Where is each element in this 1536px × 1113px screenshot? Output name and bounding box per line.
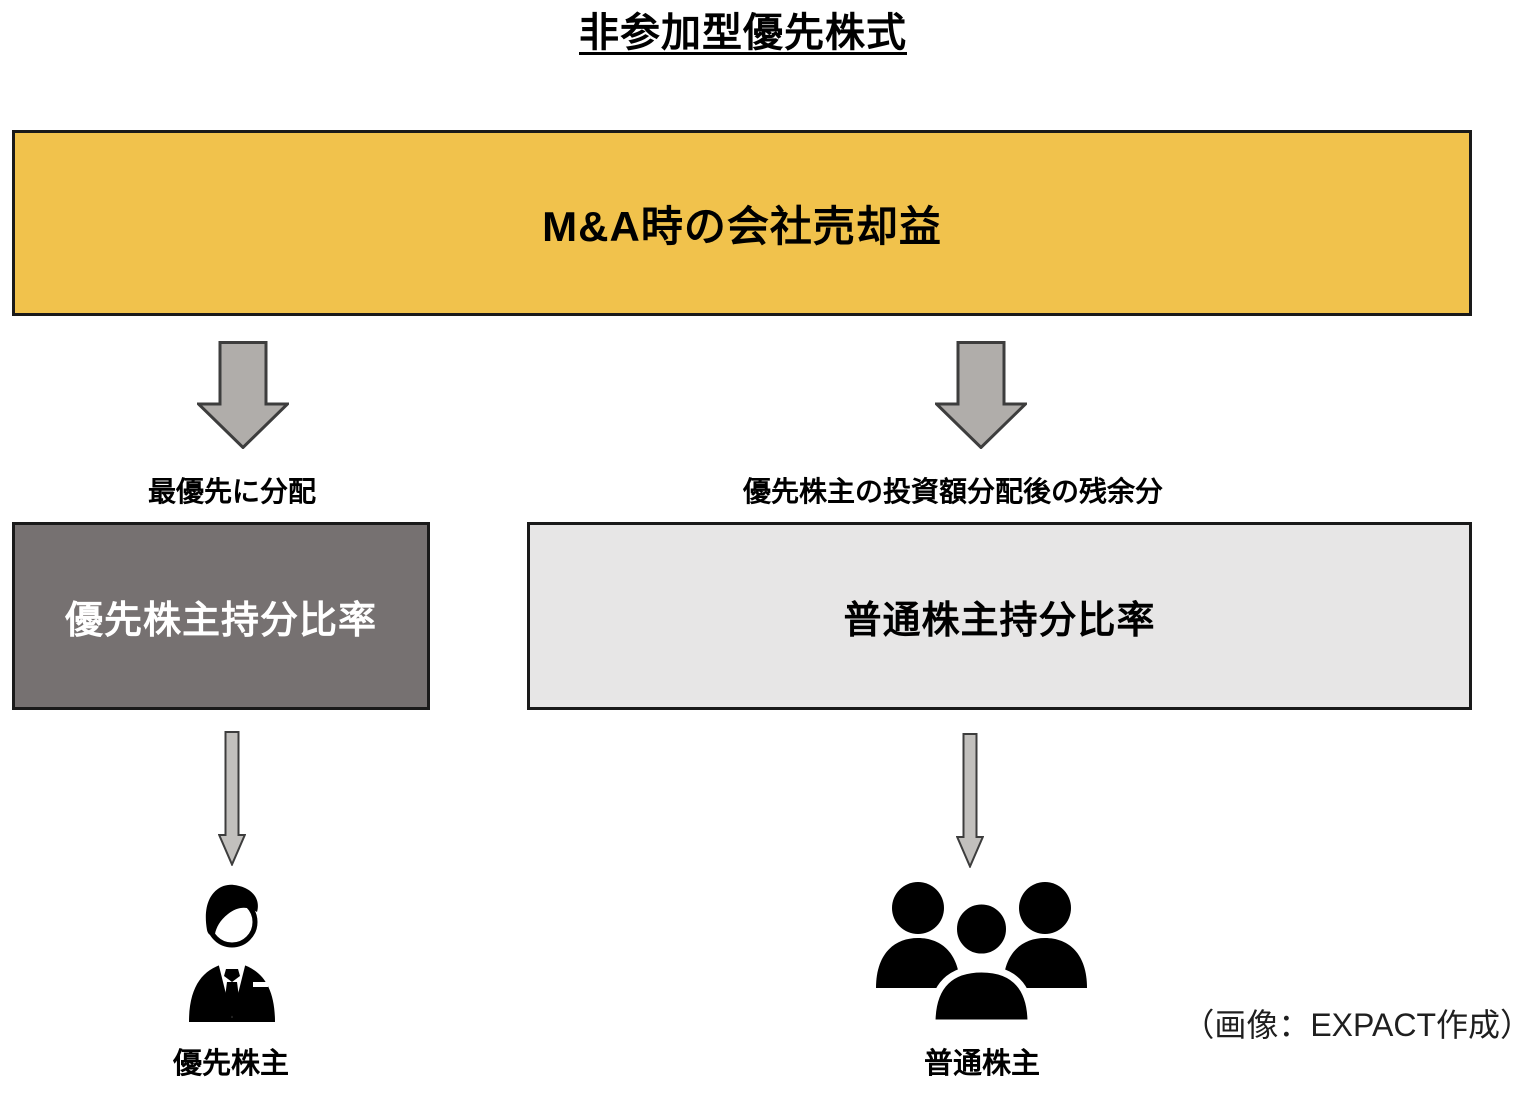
common-ratio-label: 普通株主持分比率: [843, 599, 1156, 642]
sale-proceeds-box: M&A時の会社売却益: [12, 130, 1472, 316]
right-arrow-caption: 優先株主の投資額分配後の残余分: [742, 476, 1163, 507]
people-group-icon: [870, 880, 1093, 1023]
down-block-arrow-icon: [197, 341, 289, 449]
common-shareholder-label: 普通株主: [923, 1048, 1040, 1080]
down-thin-arrow-icon: [956, 733, 984, 868]
page-title: 非参加型優先株式: [579, 11, 907, 55]
down-block-arrow-icon: [935, 341, 1027, 449]
preferred-ratio-box: 優先株主持分比率: [12, 522, 430, 710]
sale-proceeds-label: M&A時の会社売却益: [542, 202, 942, 250]
preferred-shareholder-label: 優先株主: [172, 1048, 289, 1080]
common-ratio-box: 普通株主持分比率: [527, 522, 1472, 710]
left-arrow-caption: 最優先に分配: [147, 476, 316, 507]
businessman-icon: [173, 878, 291, 1024]
down-thin-arrow-icon: [218, 731, 246, 866]
image-credit: （画像：EXPACT作成）: [1182, 1007, 1532, 1043]
preferred-ratio-label: 優先株主持分比率: [64, 599, 377, 642]
